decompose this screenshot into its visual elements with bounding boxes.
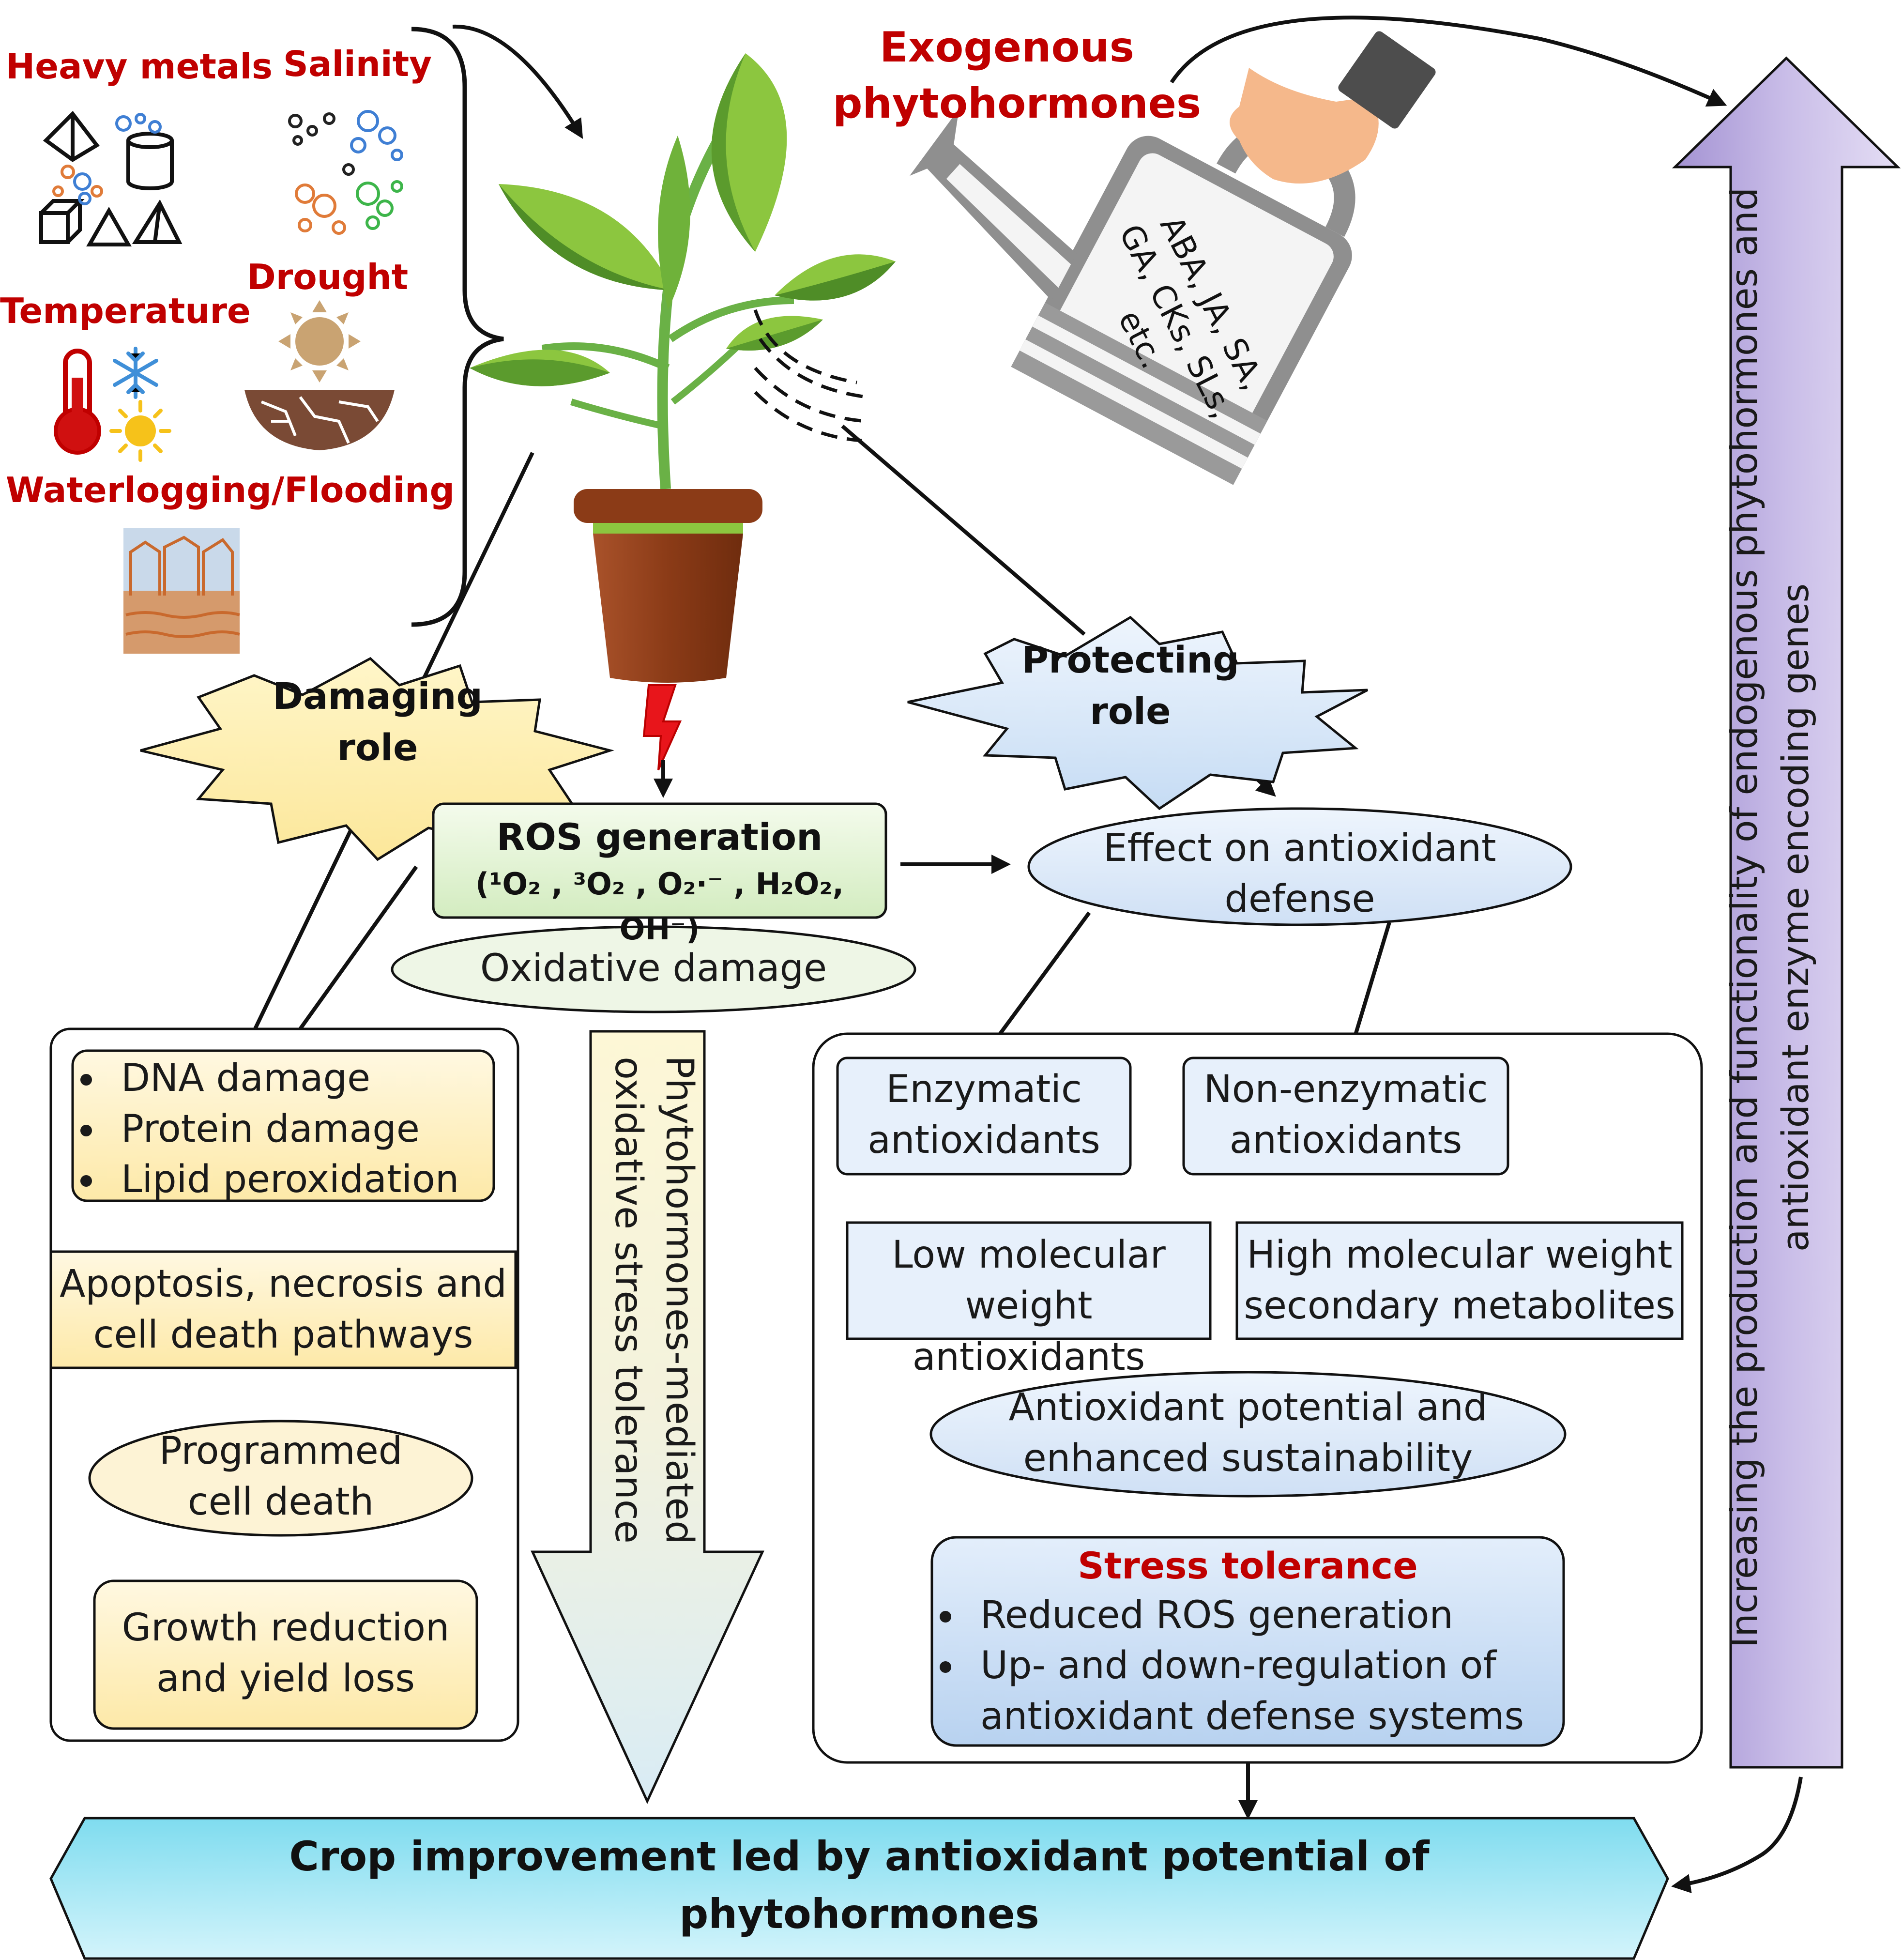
damage-list: DNA damage Protein damage Lipid peroxida…: [73, 1053, 494, 1205]
right-arrow-label: Increasing the production and functional…: [1719, 167, 1844, 1668]
low-mw-label: Low molecular weight antioxidants: [847, 1230, 1210, 1383]
bottom-line2: phytohormones: [679, 1890, 1039, 1938]
bottom-line1: Crop improvement led by antioxidant pote…: [289, 1833, 1430, 1880]
enzymatic-label: Enzymatic antioxidants: [837, 1064, 1130, 1166]
damage-item: Lipid peroxidation: [107, 1154, 494, 1205]
thermometer-icon: [54, 349, 101, 455]
growth-box: [93, 1579, 478, 1730]
lightning-icon: [642, 684, 682, 770]
damage-item: Protein damage: [107, 1104, 494, 1155]
programmed-line1: Programmed: [159, 1429, 403, 1473]
flooding-icon: [123, 528, 240, 654]
effect-antioxidant-label: Effect on antioxidant defense: [1029, 823, 1571, 925]
apoptosis-label: Apoptosis, necrosis and cell death pathw…: [51, 1259, 516, 1361]
right-arrow-line1: Increasing the production and functional…: [1722, 187, 1766, 1648]
effect-line1: Effect on antioxidant: [1103, 827, 1496, 870]
bottom-banner: [49, 1817, 1669, 1960]
left-container: [49, 1027, 519, 1742]
high-mw-line1: High molecular weight: [1247, 1233, 1673, 1277]
heavy-metals-icon: [39, 110, 183, 246]
damaging-line1: Damaging: [273, 674, 483, 718]
center-arrow-line2: oxidative stress tolerance: [606, 1057, 650, 1544]
high-mw-label: High molecular weight secondary metaboli…: [1237, 1230, 1682, 1332]
center-arrow-label: Phytohormones-mediated oxidative stress …: [593, 1029, 704, 1571]
heavy-metals-label: Heavy metals: [6, 46, 273, 87]
programmed-line2: cell death: [187, 1480, 374, 1524]
programmed-death-ellipse: [88, 1420, 473, 1537]
low-mw-line1: Low molecular: [892, 1233, 1166, 1277]
temperature-label: Temperature: [0, 291, 251, 331]
effect-line2: defense: [1224, 877, 1375, 921]
salinity-label: Salinity: [283, 44, 432, 84]
damaging-role-label: Damaging role: [257, 671, 499, 774]
sun-icon: [109, 400, 171, 462]
apoptosis-line2: cell death pathways: [93, 1313, 473, 1357]
metal-bubbles: [52, 113, 162, 205]
exogenous-line2: phytohormones: [833, 79, 1202, 128]
apoptosis-line1: Apoptosis, necrosis and: [60, 1262, 507, 1306]
non-enzymatic-label: Non-enzymatic antioxidants: [1184, 1064, 1508, 1166]
tolerance-content: Stress tolerance Reduced ROS generation …: [932, 1542, 1564, 1742]
oxidative-damage-ellipse: [391, 925, 916, 1013]
potential-line1: Antioxidant potential and: [1008, 1386, 1488, 1429]
growth-label: Growth reduction and yield loss: [94, 1603, 477, 1705]
low-mw-box: [846, 1221, 1212, 1340]
protecting-line2: role: [1090, 689, 1171, 733]
tolerance-box: [930, 1536, 1565, 1747]
enzymatic-line1: Enzymatic: [886, 1068, 1082, 1111]
apoptosis-box: [49, 1250, 517, 1369]
water-stream: [753, 309, 867, 443]
enzymatic-line2: antioxidants: [868, 1118, 1100, 1163]
damage-list-box: [71, 1049, 495, 1202]
exogenous-phytohormones-label: Exogenous phytohormones: [833, 19, 1202, 132]
ros-title: ROS generation: [496, 815, 823, 858]
growth-line1: Growth reduction: [122, 1606, 450, 1650]
non-enzymatic-line2: antioxidants: [1229, 1118, 1462, 1163]
tolerance-item: Up- and down-regulation of: [966, 1640, 1564, 1691]
protecting-line1: Protecting: [1021, 638, 1239, 681]
potential-line2: enhanced sustainability: [1023, 1437, 1473, 1481]
damaging-line2: role: [337, 726, 418, 769]
non-enzymatic-box: [1182, 1057, 1509, 1176]
plant-icon: [470, 53, 896, 490]
ros-box: [432, 802, 887, 919]
ros-text: ROS generation (¹O₂ , ³O₂ , O₂·⁻ , H₂O₂,…: [433, 813, 886, 951]
non-enzymatic-line1: Non-enzymatic: [1203, 1068, 1488, 1111]
growth-line2: and yield loss: [156, 1657, 415, 1701]
protecting-role-burst: [907, 615, 1369, 811]
drought-icon: [244, 300, 395, 450]
exogenous-line1: Exogenous: [880, 23, 1134, 72]
right-arrow-line2: antioxidant enzyme encoding genes: [1774, 583, 1817, 1252]
center-arrow-line1: Phytohormones-mediated: [657, 1056, 701, 1545]
low-mw-line2: weight antioxidants: [912, 1284, 1145, 1379]
flower-pot-icon: [574, 489, 762, 683]
tolerance-item: antioxidant defense systems: [980, 1694, 1524, 1738]
protecting-role-label: Protecting role: [1009, 634, 1251, 737]
bottom-banner-label: Crop improvement led by antioxidant pote…: [85, 1828, 1634, 1944]
effect-antioxidant-ellipse: [1027, 807, 1572, 926]
snowflake-icon: [113, 347, 158, 399]
center-down-arrow: [531, 1030, 764, 1804]
oxidative-damage-label: Oxidative damage: [480, 947, 827, 990]
watering-can-icon: [910, 31, 1436, 485]
ros-species: (¹O₂ , ³O₂ , O₂·⁻ , H₂O₂, OH⁻): [475, 866, 844, 947]
drought-label: Drought: [247, 257, 409, 297]
damage-item: DNA damage: [107, 1053, 494, 1104]
high-mw-box: [1235, 1221, 1684, 1340]
potential-label: Antioxidant potential and enhanced susta…: [931, 1382, 1565, 1485]
tolerance-item: Reduced ROS generation: [966, 1590, 1564, 1641]
waterlogging-label: Waterlogging/Flooding: [6, 470, 455, 510]
tolerance-title: Stress tolerance: [1078, 1544, 1418, 1587]
enzymatic-box: [836, 1057, 1132, 1176]
potential-ellipse: [929, 1371, 1567, 1498]
salinity-icon: [288, 110, 403, 235]
programmed-death-label: Programmed cell death: [90, 1426, 472, 1528]
stress-brace: [411, 27, 504, 627]
high-mw-line2: secondary metabolites: [1244, 1284, 1675, 1328]
right-up-arrow: [1672, 56, 1901, 1769]
